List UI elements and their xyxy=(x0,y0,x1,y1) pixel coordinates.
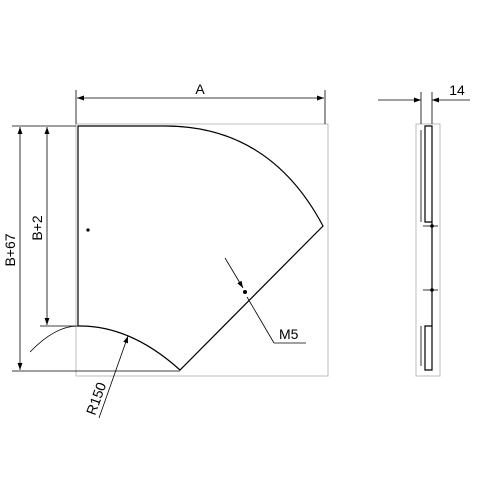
side-bolt-2 xyxy=(430,288,434,292)
bounding-frame xyxy=(75,123,329,377)
radius-label: R150 xyxy=(83,380,110,417)
bolt-label: M5 xyxy=(279,326,299,342)
dimension-label-a: A xyxy=(195,81,205,97)
dimension-r150: R150 xyxy=(83,335,129,419)
radius-leader xyxy=(98,335,129,419)
dimension-label-b67: B+67 xyxy=(2,233,18,266)
cover-plate-outline xyxy=(77,125,324,371)
hole-mark xyxy=(86,228,90,232)
side-bolt-1 xyxy=(430,224,434,228)
dimension-label-14: 14 xyxy=(449,82,465,98)
dimension-a: A xyxy=(75,81,326,124)
dimension-14: 14 xyxy=(378,82,470,124)
bolt-leader-out xyxy=(246,296,275,344)
dimension-label-b2: B+2 xyxy=(29,215,45,241)
dimension-b-plus-2: B+2 xyxy=(29,127,76,327)
dimension-m5: M5 xyxy=(224,257,306,344)
bolt-hole-center xyxy=(243,290,247,294)
side-profile-bottom xyxy=(424,325,433,371)
radius-arc-extension xyxy=(29,325,79,353)
bolt-leader-in xyxy=(224,257,244,289)
dimension-b-plus-67: B+67 xyxy=(2,125,180,372)
side-profile-top xyxy=(424,125,433,223)
side-bounding-frame xyxy=(415,123,441,377)
side-view xyxy=(415,123,441,377)
